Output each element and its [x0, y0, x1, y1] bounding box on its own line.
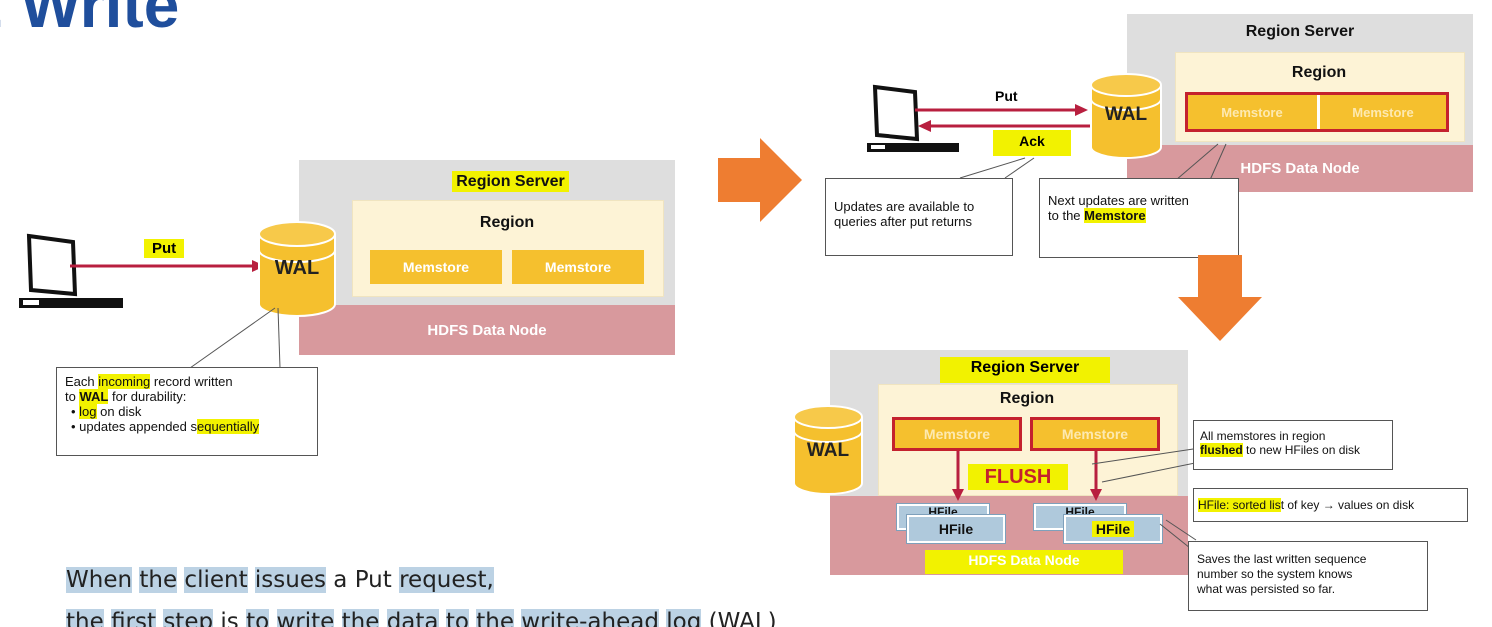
hdfs-data-node: HDFS Data Node [1127, 145, 1473, 192]
region-server-label: Region Server [1245, 23, 1355, 40]
callout-pointers [1091, 447, 1200, 549]
hfile-front-1: HFile [907, 515, 1005, 543]
memstore-1: Memstore [370, 250, 502, 284]
hdfs-label: HDFS Data Node [925, 550, 1123, 574]
wal-cylinder-icon [258, 221, 336, 317]
wal-cylinder-icon [793, 405, 863, 495]
hdfs-label: HDFS Data Node [427, 321, 547, 339]
callout-pointers [959, 143, 1227, 181]
wal-label: WAL [1104, 104, 1148, 125]
orange-arrow-down-icon [1178, 255, 1262, 341]
ack-label: Ack [993, 130, 1071, 156]
put-label: Put [995, 88, 1018, 104]
wal-label: WAL [806, 440, 850, 461]
laptop-icon [19, 233, 123, 308]
laptop-icon [867, 84, 959, 152]
wal-cylinder-icon [1090, 73, 1162, 159]
available-callout: Updates are available to queries after p… [825, 178, 1013, 256]
wal-callout: Each incoming record written to WAL for … [56, 367, 318, 456]
region-server-label: Region Server [940, 357, 1110, 383]
memstore-1: Memstore [1191, 98, 1313, 126]
region-label: Region [999, 390, 1055, 407]
wal-label: WAL [274, 257, 320, 279]
region-server-label: Region Server [443, 171, 578, 193]
memstore-2: Memstore [1322, 98, 1444, 126]
hdfs-label: HDFS Data Node [1240, 160, 1360, 177]
put-ack-arrows [915, 104, 1091, 132]
slide-title: E Write [0, 0, 180, 41]
callout-pointer [189, 307, 281, 369]
memstore-2: Memstore [512, 250, 644, 284]
caption-line-2: the first step is to write the data to t… [66, 609, 777, 627]
hfile-callout: HFile: sorted list of key → values on di… [1193, 488, 1468, 522]
memstore-callout: Next updates are written to the Memstore [1039, 178, 1239, 258]
memstore-2: Memstore [1030, 417, 1160, 451]
hdfs-data-node: HDFS Data Node [299, 305, 675, 355]
flush-label: FLUSH [968, 464, 1068, 490]
region-label: Region [1291, 64, 1347, 81]
put-arrow [70, 260, 265, 272]
memstore-1: Memstore [892, 417, 1022, 451]
sequence-callout: Saves the last written sequence number s… [1188, 541, 1428, 611]
flush-arrows [952, 451, 1102, 501]
orange-arrow-right-icon [718, 138, 802, 222]
caption-line-1: When the client issues a Put request, [66, 567, 494, 593]
region-label: Region [479, 214, 535, 231]
hfile-front-2: HFile [1064, 515, 1162, 543]
put-label: Put [144, 239, 185, 258]
memstore-divider [1317, 95, 1320, 129]
flush-callout: All memstores in region flushed to new H… [1193, 420, 1393, 470]
